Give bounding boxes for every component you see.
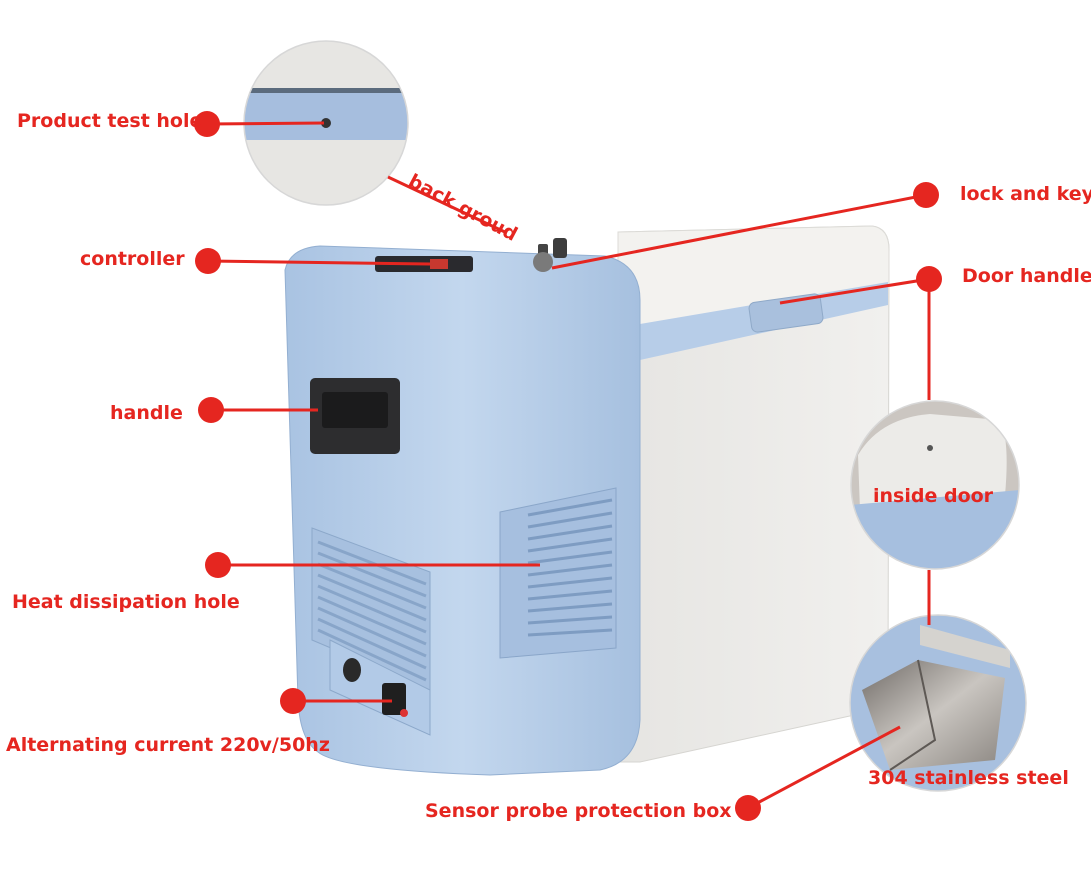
cabinet-body (617, 225, 890, 763)
label-controller: controller (80, 248, 185, 270)
front-panel (284, 238, 641, 776)
label-stainless-steel: 304 stainless steel (868, 767, 1069, 789)
heat-dissipation-vent-right (499, 487, 617, 659)
power-socket (343, 658, 361, 682)
label-lock-and-key: lock and key (960, 183, 1091, 205)
power-switch (382, 683, 406, 715)
label-heat-dissipation-hole: Heat dissipation hole (12, 591, 240, 613)
inset-product-test-hole (243, 40, 409, 206)
label-alternating-current: Alternating current 220v/50hz (6, 734, 330, 756)
label-handle: handle (110, 402, 183, 424)
callout-lines (206, 121, 931, 810)
label-inside-door: inside door (873, 485, 994, 507)
callout-dots (194, 111, 942, 821)
label-door-handle: Door handle (962, 265, 1091, 287)
door-handle-shape (748, 293, 824, 333)
label-product-test-hole: Product test hole (17, 110, 203, 132)
inset-inside-door (850, 400, 1020, 570)
inset-stainless-steel (849, 614, 1027, 792)
lock-and-key-shape (533, 238, 567, 272)
label-sensor-probe-box: Sensor probe protection box (425, 800, 732, 822)
